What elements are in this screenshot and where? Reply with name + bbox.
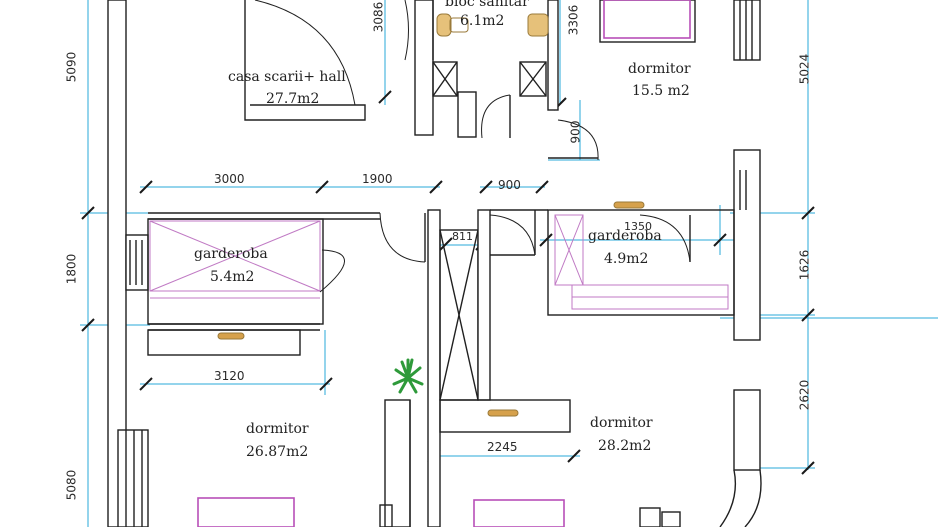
dim-w-3120: 3120 (214, 369, 245, 383)
dim-left-bottom: 5080 (64, 469, 79, 501)
room-bedroom-ne-area: 15.5 m2 (632, 83, 690, 99)
room-wardrobe-w-area: 5.4m2 (210, 269, 255, 285)
dim-right-mid: 1626 (797, 249, 812, 281)
toilet-icon (436, 13, 452, 37)
room-wardrobe-w-name: garderoba (194, 246, 268, 262)
room-wardrobe-e-name: garderoba (588, 228, 662, 244)
room-bedroom-ne-name: dormitor (628, 61, 691, 77)
room-wardrobe-e-area: 4.9m2 (604, 251, 649, 267)
sink-icon (527, 13, 549, 37)
wardrobe-handle-icon (613, 201, 645, 209)
room-bathroom-name: bloc sanitar (445, 0, 529, 10)
dim-w-2245: 2245 (487, 440, 518, 454)
dim-right-bottom: 2620 (797, 379, 812, 411)
room-bedroom-se-name: dormitor (590, 415, 653, 431)
dim-row-1350: 1350 (624, 220, 652, 233)
dimension-ticks (81, 90, 815, 475)
room-stair-hall-name: casa scarii+ hall (228, 69, 346, 85)
dim-top-b: 3306 (566, 4, 581, 36)
dim-door-ne: 900 (568, 120, 583, 144)
dim-row-811: 811 (452, 230, 473, 243)
room-stair-hall-area: 27.7m2 (266, 91, 320, 107)
dim-right-top: 5024 (797, 53, 812, 85)
room-bedroom-sw-name: dormitor (246, 421, 309, 437)
dim-row-3000: 3000 (214, 172, 245, 186)
dim-top-a: 3086 (371, 1, 386, 33)
dim-row-1900: 1900 (362, 172, 393, 186)
wardrobe-handle-icon (217, 332, 245, 340)
dim-left-mid: 1800 (64, 253, 79, 285)
room-bathroom-area: 6.1m2 (460, 13, 505, 29)
plant-icon (392, 358, 424, 394)
room-bedroom-se-area: 28.2m2 (598, 438, 652, 454)
dim-row-900: 900 (498, 178, 521, 192)
walls (107, 0, 762, 527)
room-bedroom-sw-area: 26.87m2 (246, 444, 309, 460)
wardrobe-handle-icon (487, 409, 519, 417)
dim-left-top: 5090 (64, 51, 79, 83)
